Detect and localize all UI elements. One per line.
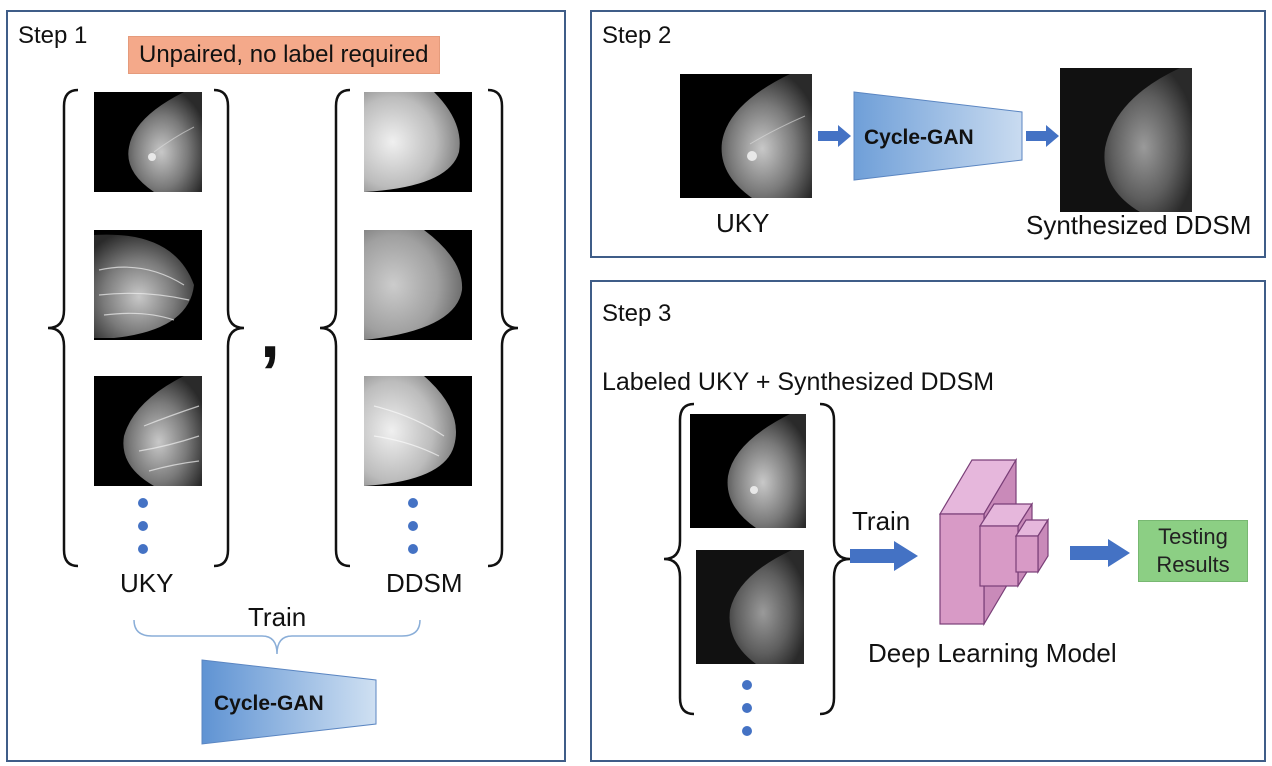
step2-cycle-gan-label: Cycle-GAN: [864, 126, 974, 149]
ddsm-set-label: DDSM: [386, 568, 463, 598]
step1-cycle-gan-block: Cycle-GAN: [201, 659, 377, 745]
set-separator-comma: ,: [260, 293, 281, 373]
step3-uky-image: [690, 414, 806, 528]
step1-title: Step 1: [18, 22, 88, 49]
dataset-more-dots: [742, 680, 752, 749]
ddsm-mammogram-image-3: [364, 376, 472, 486]
train-bracket: [133, 619, 421, 655]
step3-result-arrow: [1070, 539, 1130, 567]
synthesized-ddsm-image: [1060, 68, 1192, 212]
testing-results-line-2: Results: [1156, 552, 1230, 577]
unpaired-note: Unpaired, no label required: [128, 36, 440, 74]
deep-learning-model-label: Deep Learning Model: [868, 638, 1117, 668]
uky-set-label: UKY: [120, 568, 174, 598]
step2-arrow-1: [818, 125, 851, 147]
deep-learning-model-icon: [938, 457, 1050, 627]
step3-title: Step 3: [602, 300, 672, 327]
uky-left-brace: [47, 88, 79, 568]
uky-mammogram-image-3: [94, 376, 202, 486]
step2-uky-label: UKY: [716, 208, 770, 238]
step1-cycle-gan-label: Cycle-GAN: [214, 692, 324, 715]
ddsm-left-brace: [319, 88, 351, 568]
uky-mammogram-image-1: [94, 92, 202, 192]
dataset-left-brace: [663, 402, 695, 716]
testing-results-box: Testing Results: [1138, 520, 1248, 582]
step1-panel: Step 1 Unpaired, no label required , UKY…: [6, 10, 566, 762]
synthesized-ddsm-label: Synthesized DDSM: [1026, 210, 1252, 240]
step2-cycle-gan-block: Cycle-GAN: [853, 91, 1023, 181]
step3-train-label: Train: [852, 506, 911, 536]
step2-panel: Step 2 UKY Cycle-GAN Synthesized DDSM: [590, 10, 1266, 258]
testing-results-line-1: Testing: [1158, 524, 1228, 549]
ddsm-more-dots: [408, 498, 418, 567]
uky-mammogram-image-2: [94, 230, 202, 340]
uky-right-brace: [213, 88, 245, 568]
ddsm-right-brace: [487, 88, 519, 568]
step3-dataset-label: Labeled UKY + Synthesized DDSM: [602, 368, 995, 396]
step3-train-arrow: [850, 541, 918, 571]
dataset-right-brace: [819, 402, 851, 716]
ddsm-mammogram-image-2: [364, 230, 472, 340]
step2-title: Step 2: [602, 22, 672, 49]
ddsm-mammogram-image-1: [364, 92, 472, 192]
uky-more-dots: [138, 498, 148, 567]
step3-synthesized-image: [696, 550, 804, 664]
step2-uky-input-image: [680, 74, 812, 198]
step3-panel: Step 3 Labeled UKY + Synthesized DDSM Tr…: [590, 280, 1266, 762]
step2-arrow-2: [1026, 125, 1059, 147]
step1-train-label: Train: [248, 602, 307, 632]
